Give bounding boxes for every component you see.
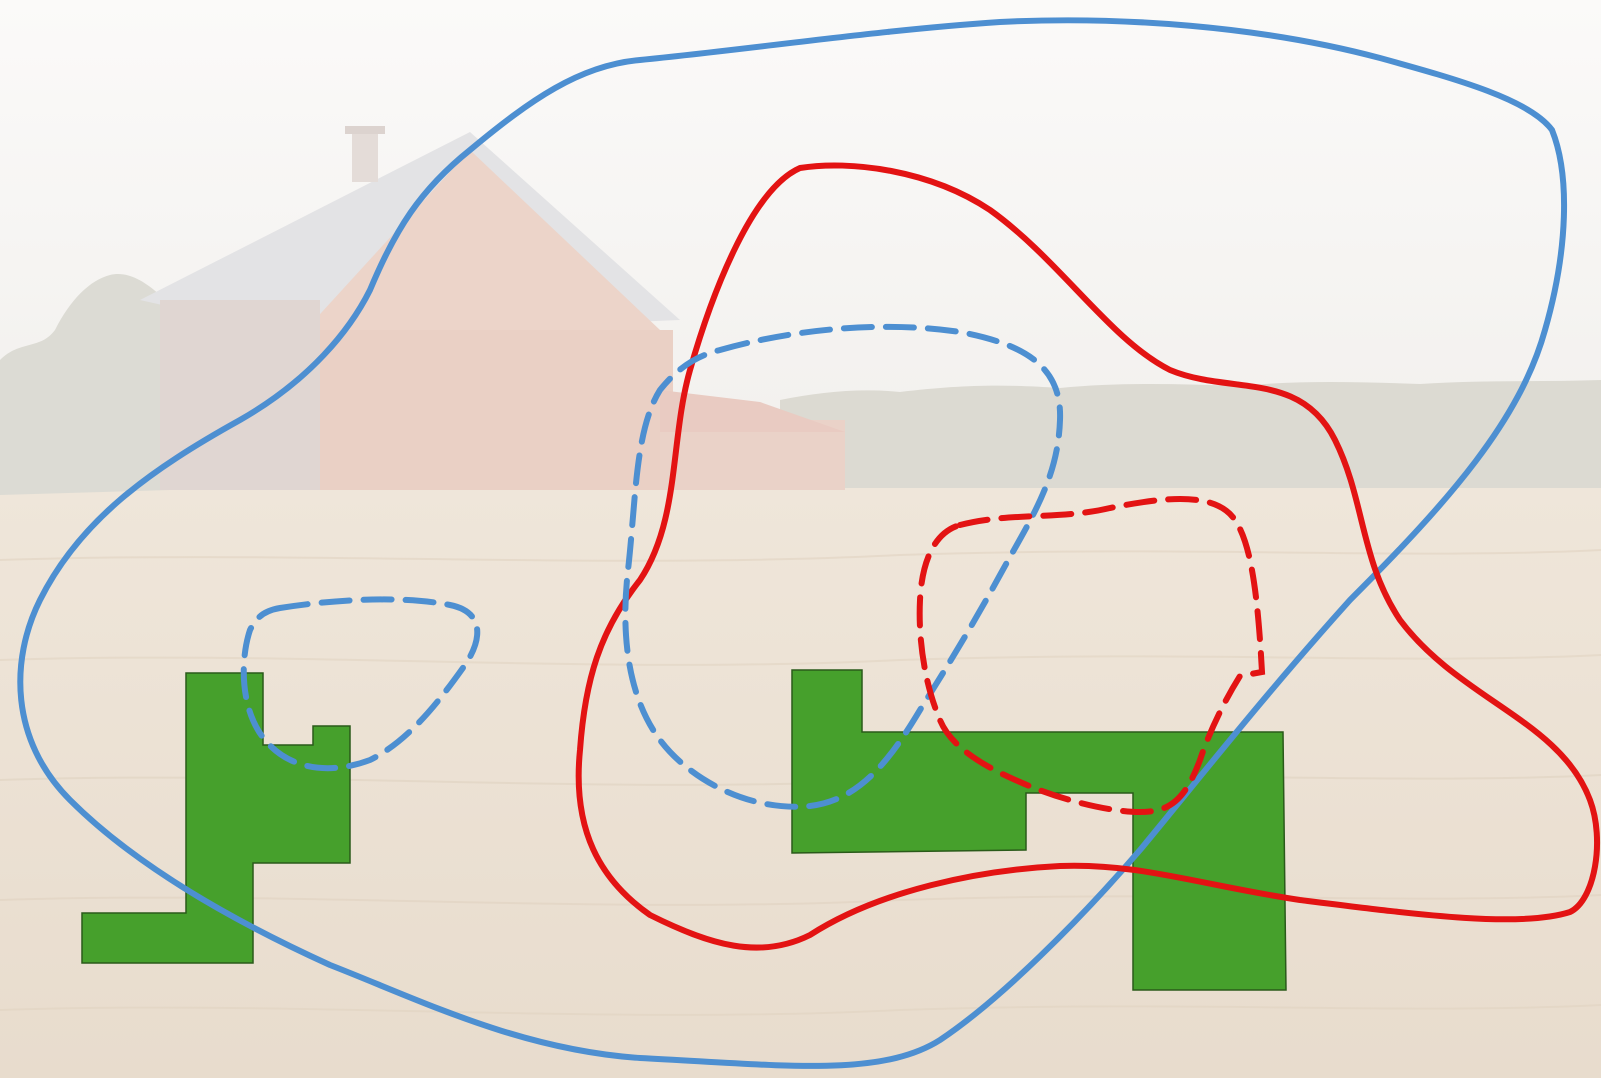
- inner-red-boundary: [575, 162, 1601, 951]
- left-blue-dashed-zone: [240, 596, 481, 772]
- barn-side-wall: [160, 300, 320, 490]
- barn-chimney: [352, 130, 378, 182]
- right-treeline: [780, 380, 1601, 488]
- barn-gable: [300, 150, 660, 336]
- outer-blue-boundary: [17, 17, 1568, 1069]
- chimney-cap: [345, 126, 385, 134]
- barn-wall: [318, 330, 673, 490]
- left-green-shape: [81, 672, 351, 964]
- left-trees: [0, 274, 170, 495]
- central-blue-dashed-zone: [622, 323, 1064, 810]
- barn-annex-roof: [660, 390, 845, 432]
- red-dashed-zone: [916, 496, 1266, 816]
- right-green-shape: [791, 669, 1287, 991]
